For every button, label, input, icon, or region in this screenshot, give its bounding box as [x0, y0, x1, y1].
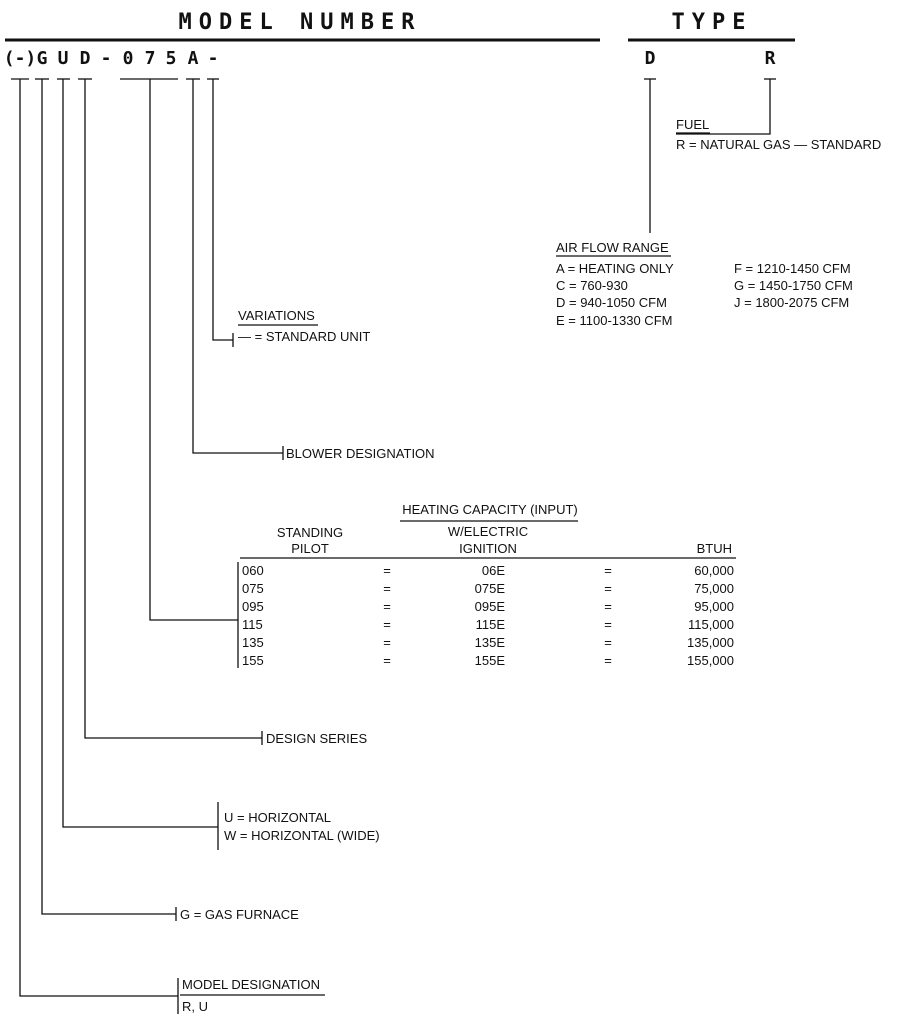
row-ign: 155E: [475, 653, 506, 668]
type-char-r: R: [765, 48, 776, 69]
type-char-d: D: [645, 48, 656, 69]
row-pilot: 115: [242, 617, 263, 632]
type-heading: TYPE: [672, 10, 753, 35]
blower-label: BLOWER DESIGNATION: [286, 446, 435, 461]
model-number-heading: MODEL NUMBER: [179, 10, 422, 35]
code-char-0: 0: [123, 48, 134, 69]
row-pilot: 075: [242, 581, 264, 596]
row-btuh: 155,000: [687, 653, 734, 668]
variations-line: — = STANDARD UNIT: [238, 329, 370, 344]
table-row: 155 = 155E = 155,000: [242, 653, 734, 668]
air-flow-title: AIR FLOW RANGE: [556, 240, 669, 255]
row-eq: =: [604, 617, 612, 632]
row-ign: 135E: [475, 635, 506, 650]
leader-orientation: [62, 79, 218, 828]
row-pilot: 095: [242, 599, 264, 614]
model-code: (-) G U D - 0 7 5 A -: [4, 48, 219, 69]
leader-design-series: [84, 79, 262, 739]
orientation-u: U = HORIZONTAL: [224, 810, 331, 825]
row-ign: 095E: [475, 599, 506, 614]
leader-blower: [192, 79, 283, 454]
model-designation-line: R, U: [182, 999, 208, 1014]
code-char-u: U: [58, 48, 69, 69]
row-ign: 115E: [476, 617, 506, 632]
row-eq: =: [604, 599, 612, 614]
table-row: 060 = 06E = 60,000: [242, 563, 734, 578]
model-designation-title: MODEL DESIGNATION: [182, 977, 320, 992]
row-btuh: 115,000: [688, 617, 734, 632]
row-eq: =: [383, 599, 391, 614]
orientation-w: W = HORIZONTAL (WIDE): [224, 828, 380, 843]
label-brackets: [175, 333, 284, 1014]
code-char-d: D: [80, 48, 91, 69]
variations-title: VARIATIONS: [238, 308, 315, 323]
air-flow-e: E = 1100-1330 CFM: [556, 313, 672, 328]
row-btuh: 95,000: [694, 599, 734, 614]
row-ign: 06E: [482, 563, 505, 578]
row-eq: =: [383, 617, 391, 632]
air-flow-f: F = 1210-1450 CFM: [734, 261, 851, 276]
table-row: 075 = 075E = 75,000: [242, 581, 734, 596]
row-eq: =: [604, 635, 612, 650]
leader-lines: [19, 79, 771, 997]
row-btuh: 135,000: [687, 635, 734, 650]
row-eq: =: [383, 635, 391, 650]
fuel-line: R = NATURAL GAS — STANDARD: [676, 137, 881, 152]
leader-heating-capacity: [149, 79, 238, 621]
code-char-7: 7: [145, 48, 156, 69]
air-flow-j: J = 1800-2075 CFM: [734, 295, 849, 310]
row-pilot: 155: [242, 653, 264, 668]
code-char-g: G: [37, 48, 48, 69]
row-pilot: 135: [242, 635, 264, 650]
air-flow-g: G = 1450-1750 CFM: [734, 278, 853, 293]
heating-title: HEATING CAPACITY (INPUT): [402, 502, 578, 517]
row-btuh: 60,000: [694, 563, 734, 578]
heating-col-ign-2: IGNITION: [459, 541, 517, 556]
row-eq: =: [383, 563, 391, 578]
heating-col-pilot-1: STANDING: [277, 525, 343, 540]
row-eq: =: [383, 653, 391, 668]
air-flow-d: D = 940-1050 CFM: [556, 295, 667, 310]
code-char-a: A: [188, 48, 199, 69]
row-btuh: 75,000: [694, 581, 734, 596]
air-flow-c: C = 760-930: [556, 278, 628, 293]
heating-col-ign-1: W/ELECTRIC: [448, 524, 528, 539]
leader-variations: [212, 79, 233, 341]
gas-furnace-label: G = GAS FURNACE: [180, 907, 299, 922]
table-row: 115 = 115E = 115,000: [242, 617, 734, 632]
row-eq: =: [383, 581, 391, 596]
code-char-dash: -: [101, 48, 112, 69]
row-eq: =: [604, 563, 612, 578]
row-eq: =: [604, 581, 612, 596]
fuel-title: FUEL: [676, 117, 709, 132]
code-char-end-dash: -: [208, 48, 219, 69]
heating-col-pilot-2: PILOT: [291, 541, 329, 556]
table-row: 095 = 095E = 95,000: [242, 599, 734, 614]
code-char-prefix: (-): [4, 48, 37, 69]
row-ign: 075E: [475, 581, 506, 596]
leader-fuel: [676, 79, 771, 135]
row-eq: =: [604, 653, 612, 668]
design-series-label: DESIGN SERIES: [266, 731, 367, 746]
leader-model-designation: [19, 79, 178, 997]
code-char-5: 5: [166, 48, 177, 69]
heating-table: 060 = 06E = 60,000 075 = 075E = 75,000 0…: [242, 563, 734, 668]
row-pilot: 060: [242, 563, 264, 578]
table-row: 135 = 135E = 135,000: [242, 635, 734, 650]
leader-gas-furnace: [41, 79, 176, 915]
heating-col-btuh: BTUH: [697, 541, 732, 556]
air-flow-a: A = HEATING ONLY: [556, 261, 674, 276]
